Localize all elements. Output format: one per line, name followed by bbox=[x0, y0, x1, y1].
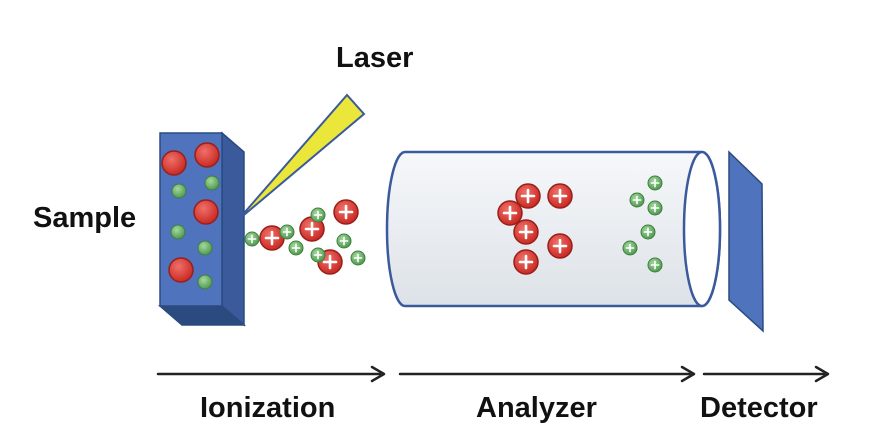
small-ion-plume bbox=[310, 207, 326, 223]
large-ion-analyzer bbox=[513, 219, 539, 245]
large-ion-analyzer bbox=[497, 200, 523, 226]
small-ion-sample bbox=[197, 240, 213, 256]
analyzer-tube-body bbox=[385, 150, 722, 308]
plus-charge-icon bbox=[322, 254, 338, 270]
small-ion-plume bbox=[336, 233, 352, 249]
small-ion-circle bbox=[197, 240, 213, 256]
small-ion-plume bbox=[310, 247, 326, 263]
ionization-label: Ionization bbox=[200, 392, 336, 424]
small-ion-circle bbox=[197, 274, 213, 290]
large-ion-circle bbox=[168, 257, 194, 283]
small-ion-circle bbox=[170, 224, 186, 240]
small-ion-analyzer bbox=[647, 257, 663, 273]
small-ion-analyzer bbox=[622, 240, 638, 256]
large-ion-plume bbox=[299, 216, 325, 242]
plus-charge-icon bbox=[313, 250, 323, 260]
plus-charge-icon bbox=[304, 221, 320, 237]
small-ion-analyzer bbox=[640, 224, 656, 240]
plus-charge-icon bbox=[625, 243, 635, 253]
large-ion-plume bbox=[259, 225, 285, 251]
detector-arrow-head bbox=[814, 365, 830, 383]
large-ion-sample bbox=[193, 199, 219, 225]
plus-charge-icon bbox=[518, 224, 534, 240]
large-ion-analyzer bbox=[547, 183, 573, 209]
plus-charge-icon bbox=[518, 254, 534, 270]
plus-charge-icon bbox=[632, 195, 642, 205]
plus-charge-icon bbox=[339, 236, 349, 246]
plus-charge-icon bbox=[264, 230, 280, 246]
sample-label: Sample bbox=[33, 202, 137, 234]
small-ion-circle bbox=[204, 175, 220, 191]
plus-charge-icon bbox=[552, 238, 568, 254]
large-ion-sample bbox=[168, 257, 194, 283]
plus-charge-icon bbox=[643, 227, 653, 237]
plus-charge-icon bbox=[650, 203, 660, 213]
plus-charge-icon bbox=[353, 253, 363, 263]
large-ion-circle bbox=[193, 199, 219, 225]
detector-plate bbox=[728, 150, 764, 333]
sample-block-side bbox=[221, 131, 245, 327]
large-ion-analyzer bbox=[515, 183, 541, 209]
plus-charge-icon bbox=[650, 178, 660, 188]
laser-label: Laser bbox=[336, 42, 414, 74]
plus-charge-icon bbox=[282, 227, 292, 237]
small-ion-sample bbox=[170, 224, 186, 240]
plus-charge-icon bbox=[650, 260, 660, 270]
ions-layer bbox=[161, 142, 663, 290]
small-ion-sample bbox=[197, 274, 213, 290]
plus-charge-icon bbox=[291, 243, 301, 253]
small-ion-analyzer bbox=[629, 192, 645, 208]
analyzer-tube-end bbox=[682, 150, 722, 308]
laser-beam bbox=[237, 93, 366, 221]
small-ion-plume bbox=[350, 250, 366, 266]
plus-charge-icon bbox=[502, 205, 518, 221]
small-ion-sample bbox=[204, 175, 220, 191]
process-arrows bbox=[156, 365, 830, 383]
large-ion-analyzer bbox=[513, 249, 539, 275]
small-ion-analyzer bbox=[647, 200, 663, 216]
analyzer-label: Analyzer bbox=[476, 392, 597, 424]
plus-charge-icon bbox=[552, 188, 568, 204]
small-ion-plume bbox=[288, 240, 304, 256]
large-ion-analyzer bbox=[547, 233, 573, 259]
plus-charge-icon bbox=[313, 210, 323, 220]
analyzer-tube bbox=[385, 150, 722, 308]
small-ion-sample bbox=[171, 183, 187, 199]
small-ion-plume bbox=[279, 224, 295, 240]
large-ion-sample bbox=[161, 150, 187, 176]
small-ion-analyzer bbox=[647, 175, 663, 191]
large-ion-circle bbox=[161, 150, 187, 176]
plus-charge-icon bbox=[338, 204, 354, 220]
plus-charge-icon bbox=[520, 188, 536, 204]
large-ion-plume bbox=[333, 199, 359, 225]
large-ion-sample bbox=[194, 142, 220, 168]
large-ion-circle bbox=[194, 142, 220, 168]
small-ion-circle bbox=[171, 183, 187, 199]
analyzer-arrow-head bbox=[680, 365, 696, 383]
detector-label: Detector bbox=[700, 392, 818, 424]
ionization-arrow-head bbox=[370, 365, 386, 383]
plus-charge-icon bbox=[247, 234, 257, 244]
small-ion-plume bbox=[244, 231, 260, 247]
